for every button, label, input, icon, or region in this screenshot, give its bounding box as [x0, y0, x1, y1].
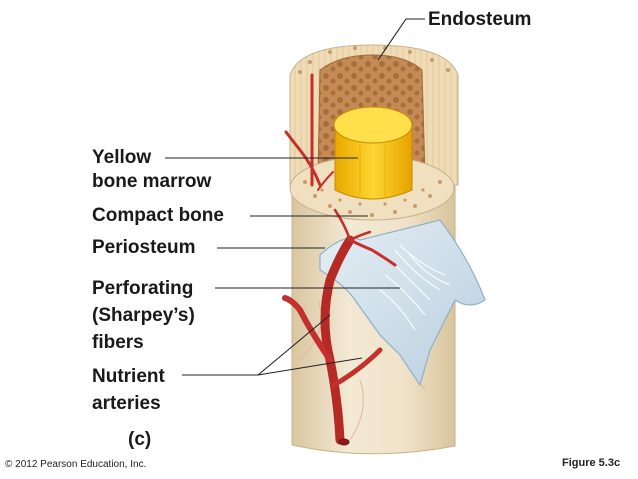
nutrient-leader	[182, 314, 363, 376]
label-yellow-marrow-line1: Yellow	[92, 147, 152, 168]
label-perforating-line3: fibers	[92, 332, 144, 353]
part-label: (c)	[128, 429, 152, 450]
label-periosteum: Periosteum	[92, 237, 196, 258]
label-nutrient-line1: Nutrient	[92, 366, 165, 387]
label-endosteum: Endosteum	[428, 9, 532, 30]
label-compact-bone: Compact bone	[92, 205, 224, 226]
figure-number: Figure 5.3c	[562, 457, 621, 469]
nutrient-arteries	[282, 73, 397, 446]
periosteum-flap	[319, 219, 486, 387]
yellow-marrow	[333, 106, 413, 200]
endosteum-leader	[377, 18, 425, 61]
label-perforating-line2: (Sharpey’s)	[92, 305, 195, 326]
label-perforating-line1: Perforating	[92, 278, 194, 299]
leader-lines	[165, 18, 425, 376]
label-nutrient-line2: arteries	[92, 393, 161, 414]
label-yellow-marrow-line2: bone marrow	[92, 171, 212, 192]
copyright-notice: © 2012 Pearson Education, Inc.	[5, 459, 147, 470]
